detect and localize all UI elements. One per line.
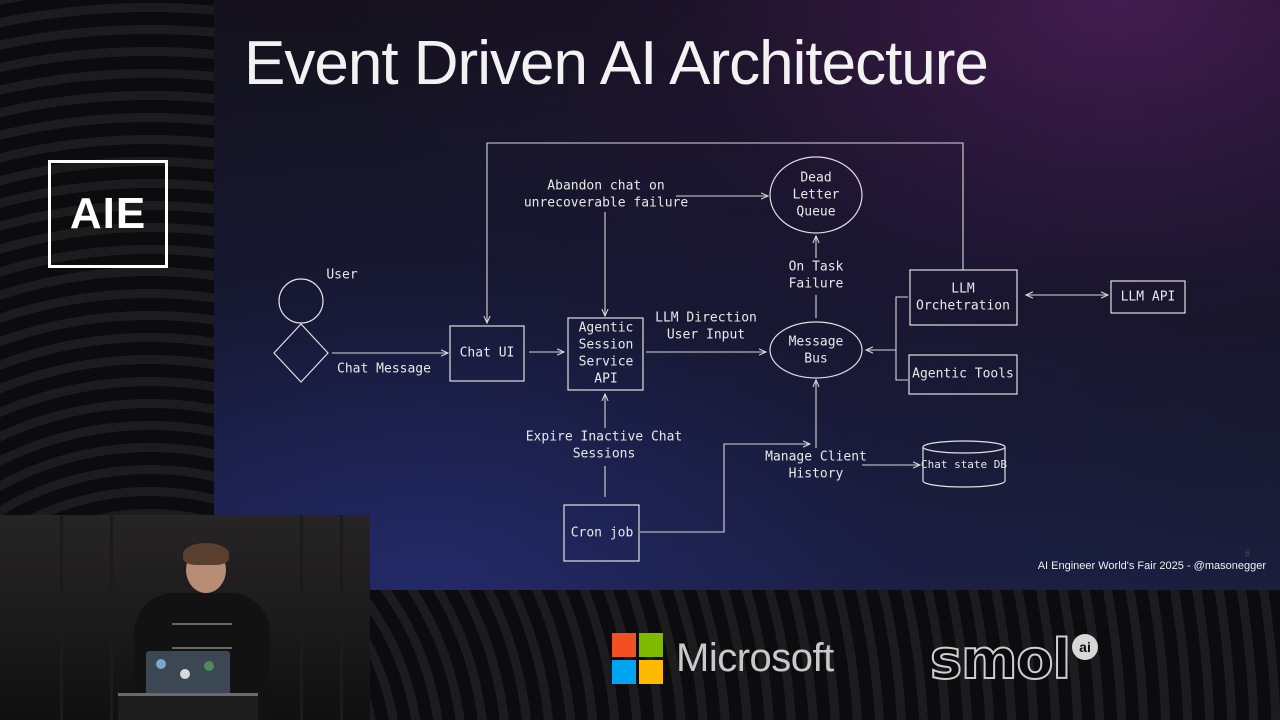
direction-label-2: User Input <box>667 328 745 343</box>
aie-logo: AIE <box>48 160 168 268</box>
laptop-sticker <box>180 669 190 679</box>
edge-cron-to-bus <box>640 444 810 533</box>
logo-square <box>612 633 636 657</box>
logo-square <box>639 633 663 657</box>
llm-orchestration-label-1: LLM <box>951 282 975 297</box>
dead-letter-label-2: Letter <box>793 188 840 203</box>
speaker-camera-feed <box>0 515 370 720</box>
chat-ui-box <box>449 325 525 382</box>
session-api-label-1: Agentic <box>579 321 634 336</box>
user-head-shape <box>278 278 324 324</box>
session-api-label-2: Session <box>579 338 634 353</box>
curtain-fold <box>300 515 303 720</box>
logo-square <box>612 660 636 684</box>
chat-db-top <box>922 440 1006 454</box>
task-failure-label-1: On Task <box>789 260 844 275</box>
cron-job-box <box>563 504 640 562</box>
chat-message-label: Chat Message <box>337 362 431 377</box>
expire-label-1: Expire Inactive Chat <box>526 430 683 445</box>
message-bus-label-1: Message <box>789 335 844 350</box>
laptop-sticker <box>156 659 166 669</box>
microsoft-logo-icon <box>612 633 664 685</box>
smol-ai-badge: ai <box>1072 634 1098 660</box>
history-label-2: History <box>789 467 844 482</box>
llm-api-box <box>1110 280 1186 314</box>
expire-label-2: Sessions <box>573 447 636 462</box>
history-label-1: Manage Client <box>765 450 867 465</box>
cron-job-label: Cron job <box>571 526 634 541</box>
edge-loop-orch-to-chatui <box>487 142 964 323</box>
smol-wordmark: smol <box>929 627 1072 692</box>
message-bus-node <box>769 321 863 379</box>
abandon-label-1: Abandon chat on <box>547 179 664 194</box>
chat-db-label: Chat state DB <box>921 458 1007 471</box>
agentic-tools-label: Agentic Tools <box>912 367 1014 382</box>
architecture-diagram: User Chat UI Agentic Session Service API… <box>273 142 1186 562</box>
user-diamond-shape <box>273 323 329 383</box>
speaker-hair <box>183 543 229 565</box>
curtain-fold <box>340 515 343 720</box>
dead-letter-label-3: Queue <box>796 205 835 220</box>
podium <box>118 693 258 720</box>
curtain-fold <box>110 515 113 720</box>
laptop <box>146 651 230 695</box>
session-api-box <box>567 317 644 391</box>
laptop-sticker <box>204 661 214 671</box>
presentation-slide: Event Driven AI Architecture User Chat U… <box>214 0 1280 590</box>
agentic-tools-box <box>908 354 1018 395</box>
chat-ui-label: Chat UI <box>460 346 515 361</box>
chat-db-cylinder <box>922 447 1006 488</box>
user-label: User <box>326 268 357 283</box>
slide-title: Event Driven AI Architecture <box>244 29 989 98</box>
direction-label-1: LLM Direction <box>655 311 757 326</box>
aie-logo-text: AIE <box>69 189 147 238</box>
dead-letter-queue-node <box>769 156 863 234</box>
edge-components-to-bus <box>895 296 908 381</box>
microsoft-wordmark: Microsoft <box>676 636 834 680</box>
llm-orchestration-box <box>909 269 1018 326</box>
message-bus-label-2: Bus <box>804 352 827 367</box>
task-failure-label-2: Failure <box>789 277 844 292</box>
llm-orchestration-label-2: Orchetration <box>916 299 1010 314</box>
session-api-label-4: API <box>594 372 617 387</box>
shirt-print <box>172 623 232 649</box>
dead-letter-label-1: Dead <box>800 171 831 186</box>
curtain-fold <box>60 515 63 720</box>
slide-footer: AI Engineer World's Fair 2025 - @masoneg… <box>1037 560 1266 572</box>
abandon-label-2: unrecoverable failure <box>524 196 689 211</box>
slide-page-number: 6 <box>1244 548 1250 558</box>
session-api-label-3: Service <box>579 355 634 370</box>
llm-api-label: LLM API <box>1121 290 1176 305</box>
logo-square <box>639 660 663 684</box>
